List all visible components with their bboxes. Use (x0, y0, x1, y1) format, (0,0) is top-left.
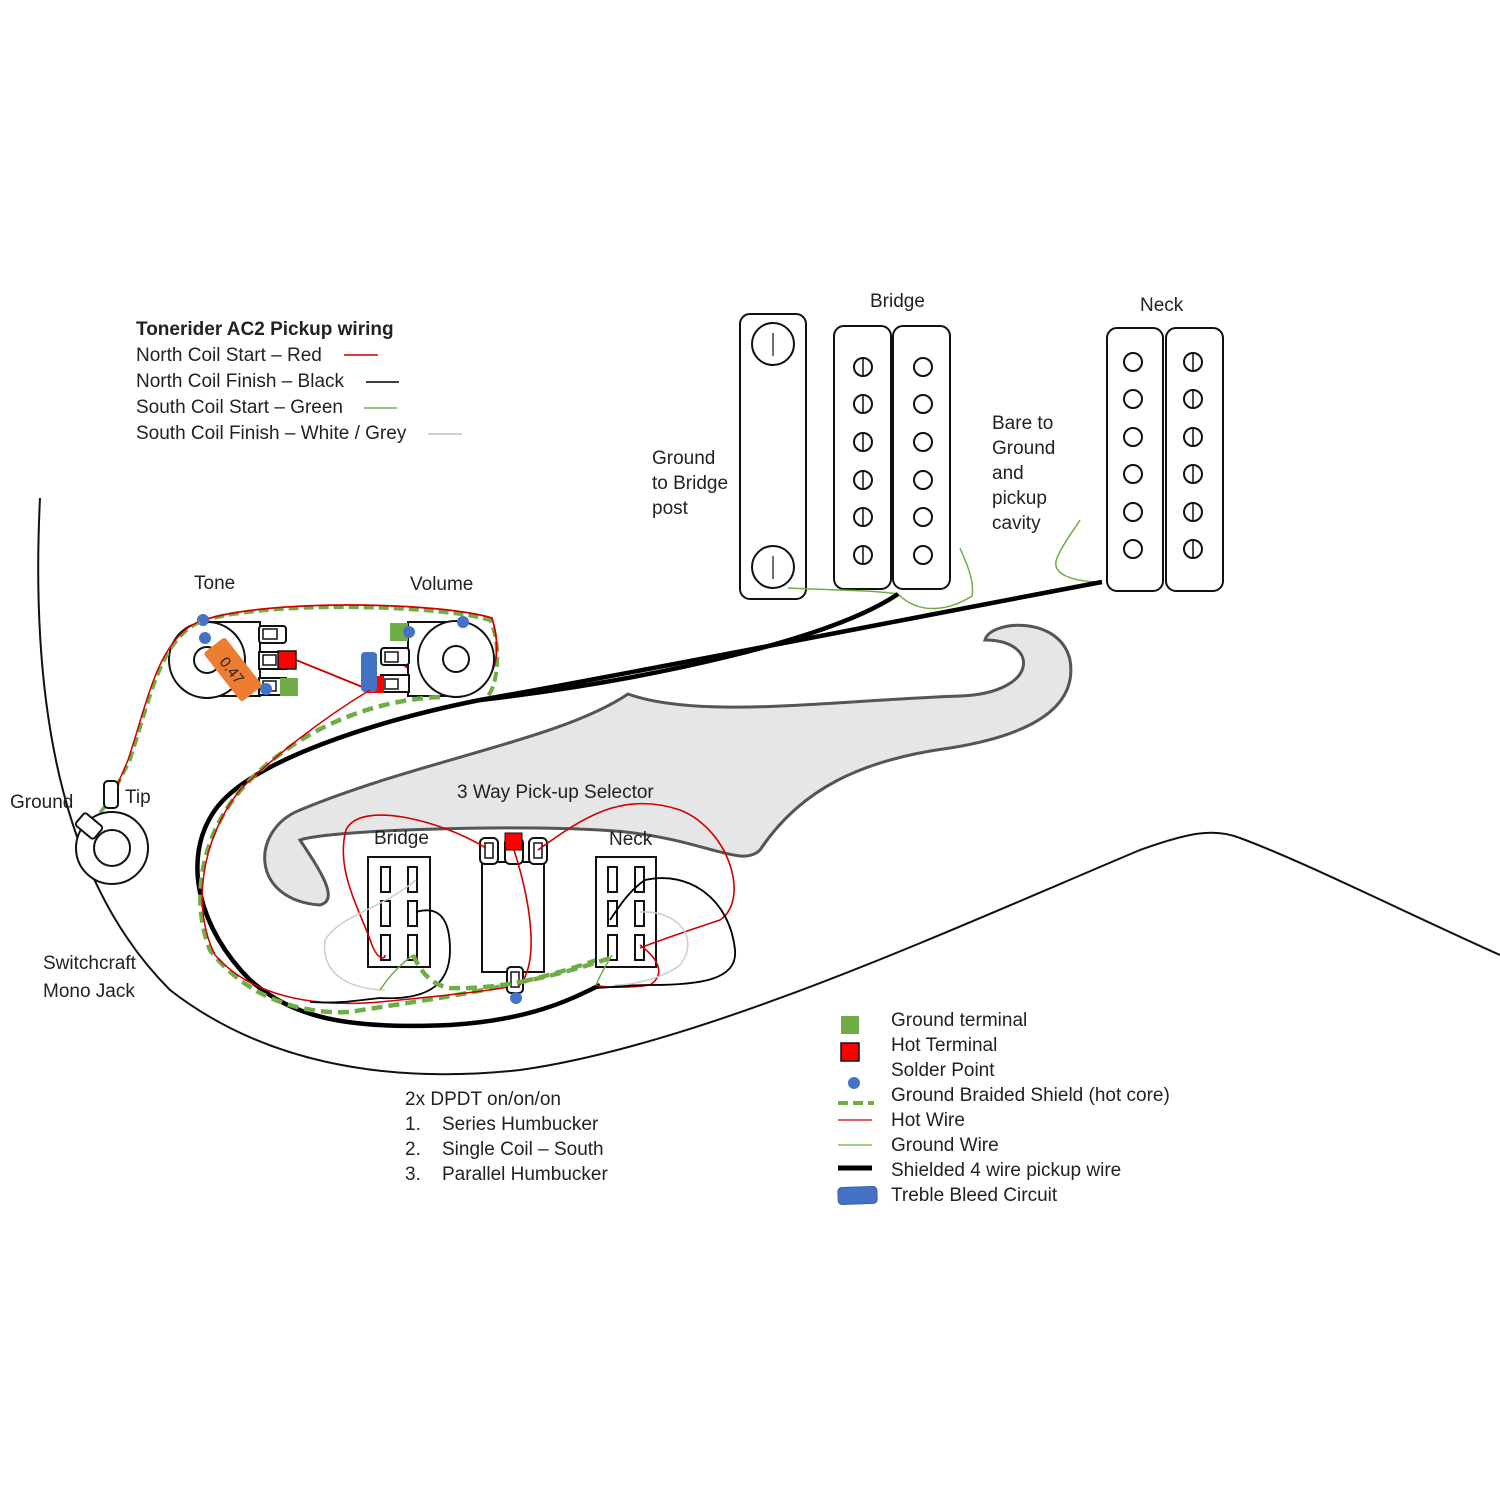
tone-ground-terminal (280, 678, 298, 696)
legend-label: Shielded 4 wire pickup wire (891, 1160, 1121, 1181)
pole-piece-icon (913, 470, 933, 490)
switch-mode-num: 2. (405, 1139, 421, 1160)
pole-piece-icon (913, 394, 933, 414)
switch-mode-label: Single Coil – South (442, 1139, 604, 1160)
solder-point (403, 626, 415, 638)
neck-pickup-label: Neck (1140, 295, 1184, 316)
switch-modes-heading: 2x DPDT on/on/on (405, 1089, 561, 1110)
bridge-ground-wire (787, 547, 974, 610)
legend-solder-point-icon (848, 1077, 860, 1089)
legend-label: Hot Wire (891, 1110, 965, 1131)
treble-bleed-circuit (361, 652, 377, 692)
selector-neck-label: Neck (609, 829, 653, 850)
legend-label: Ground Wire (891, 1135, 999, 1156)
legend-label: Ground Braided Shield (hot core) (891, 1085, 1170, 1106)
legend-label: Ground terminal (891, 1010, 1027, 1031)
jack-tip-label: Tip (125, 787, 151, 808)
solder-point (260, 683, 272, 695)
volume-label: Volume (410, 574, 473, 595)
neck-ground-wire (1055, 519, 1103, 583)
selector-hot-terminal (504, 832, 523, 851)
pole-piece-icon (913, 432, 933, 452)
volume-ground-terminal (390, 623, 408, 641)
legend-hot-terminal-icon (840, 1042, 860, 1062)
tone-hot-terminal (277, 650, 297, 670)
pole-piece-icon (1123, 539, 1143, 559)
pole-piece-icon (913, 507, 933, 527)
bridge-humbucker (833, 325, 951, 590)
color-code-red: North Coil Start – Red (136, 345, 322, 366)
bridge-pickup-label: Bridge (870, 291, 925, 312)
jack-ground-label: Ground (10, 792, 73, 813)
jack-name-label: Switchcraft Mono Jack (43, 953, 141, 1002)
switch-mode-num: 3. (405, 1164, 421, 1185)
pole-piece-icon (1123, 389, 1143, 409)
legend-label: Treble Bleed Circuit (891, 1185, 1058, 1206)
selector-wiring (309, 802, 736, 1004)
color-code-white: South Coil Finish – White / Grey (136, 423, 407, 444)
neck-humbucker (1106, 327, 1224, 592)
ground-to-bridge-note: Ground to Bridge post (652, 448, 733, 519)
pole-piece-icon (913, 357, 933, 377)
selector-bridge-label: Bridge (374, 828, 429, 849)
three-way-selector-switch[interactable] (479, 837, 548, 994)
output-jack[interactable] (74, 780, 149, 885)
pole-piece-icon (913, 545, 933, 565)
neck-dpdt-switch[interactable] (595, 856, 657, 968)
volume-to-selector-shield (198, 694, 611, 1015)
switch-mode-num: 1. (405, 1114, 421, 1135)
color-code-green: South Coil Start – Green (136, 397, 343, 418)
legend: Ground terminal Hot Terminal Solder Poin… (837, 1010, 1170, 1206)
pole-piece-icon (1123, 352, 1143, 372)
switch-mode-label: Series Humbucker (442, 1114, 599, 1135)
color-code-list: North Coil Start – Red North Coil Finish… (136, 345, 462, 444)
volume-to-selector-hot (201, 689, 517, 1005)
switch-mode-label: Parallel Humbucker (442, 1164, 608, 1185)
solder-point (199, 632, 211, 644)
tone-to-volume-wire (295, 659, 366, 689)
bridge-plate (739, 313, 807, 600)
jack-tip-lug (103, 780, 119, 809)
solder-point (510, 992, 522, 1004)
main-pickup-cable (195, 697, 602, 1029)
switch-modes: 2x DPDT on/on/on 1. Series Humbucker 2. … (405, 1089, 608, 1185)
pole-piece-icon (1123, 502, 1143, 522)
selector-title: 3 Way Pick-up Selector (457, 782, 654, 803)
jack-ground-lug (74, 812, 104, 840)
pole-piece-icon (1123, 464, 1143, 484)
diagram-title: Tonerider AC2 Pickup wiring (136, 319, 394, 340)
legend-label: Hot Terminal (891, 1035, 997, 1056)
volume-pot[interactable] (380, 620, 495, 698)
bridge-pickup-cable (479, 592, 900, 703)
legend-label: Solder Point (891, 1060, 995, 1081)
solder-point (457, 616, 469, 628)
tone-label: Tone (194, 573, 235, 594)
neck-pickup-cable (479, 579, 1103, 703)
bare-to-ground-note: Bare to Ground and pickup cavity (992, 413, 1061, 534)
legend-treble-bleed-icon (837, 1185, 878, 1206)
pole-piece-icon (1123, 427, 1143, 447)
legend-ground-terminal-icon (841, 1016, 859, 1034)
tone-volume-shield (199, 605, 500, 698)
bridge-dpdt-switch[interactable] (367, 856, 431, 968)
pickguard (263, 623, 1073, 907)
color-code-black: North Coil Finish – Black (136, 371, 345, 392)
